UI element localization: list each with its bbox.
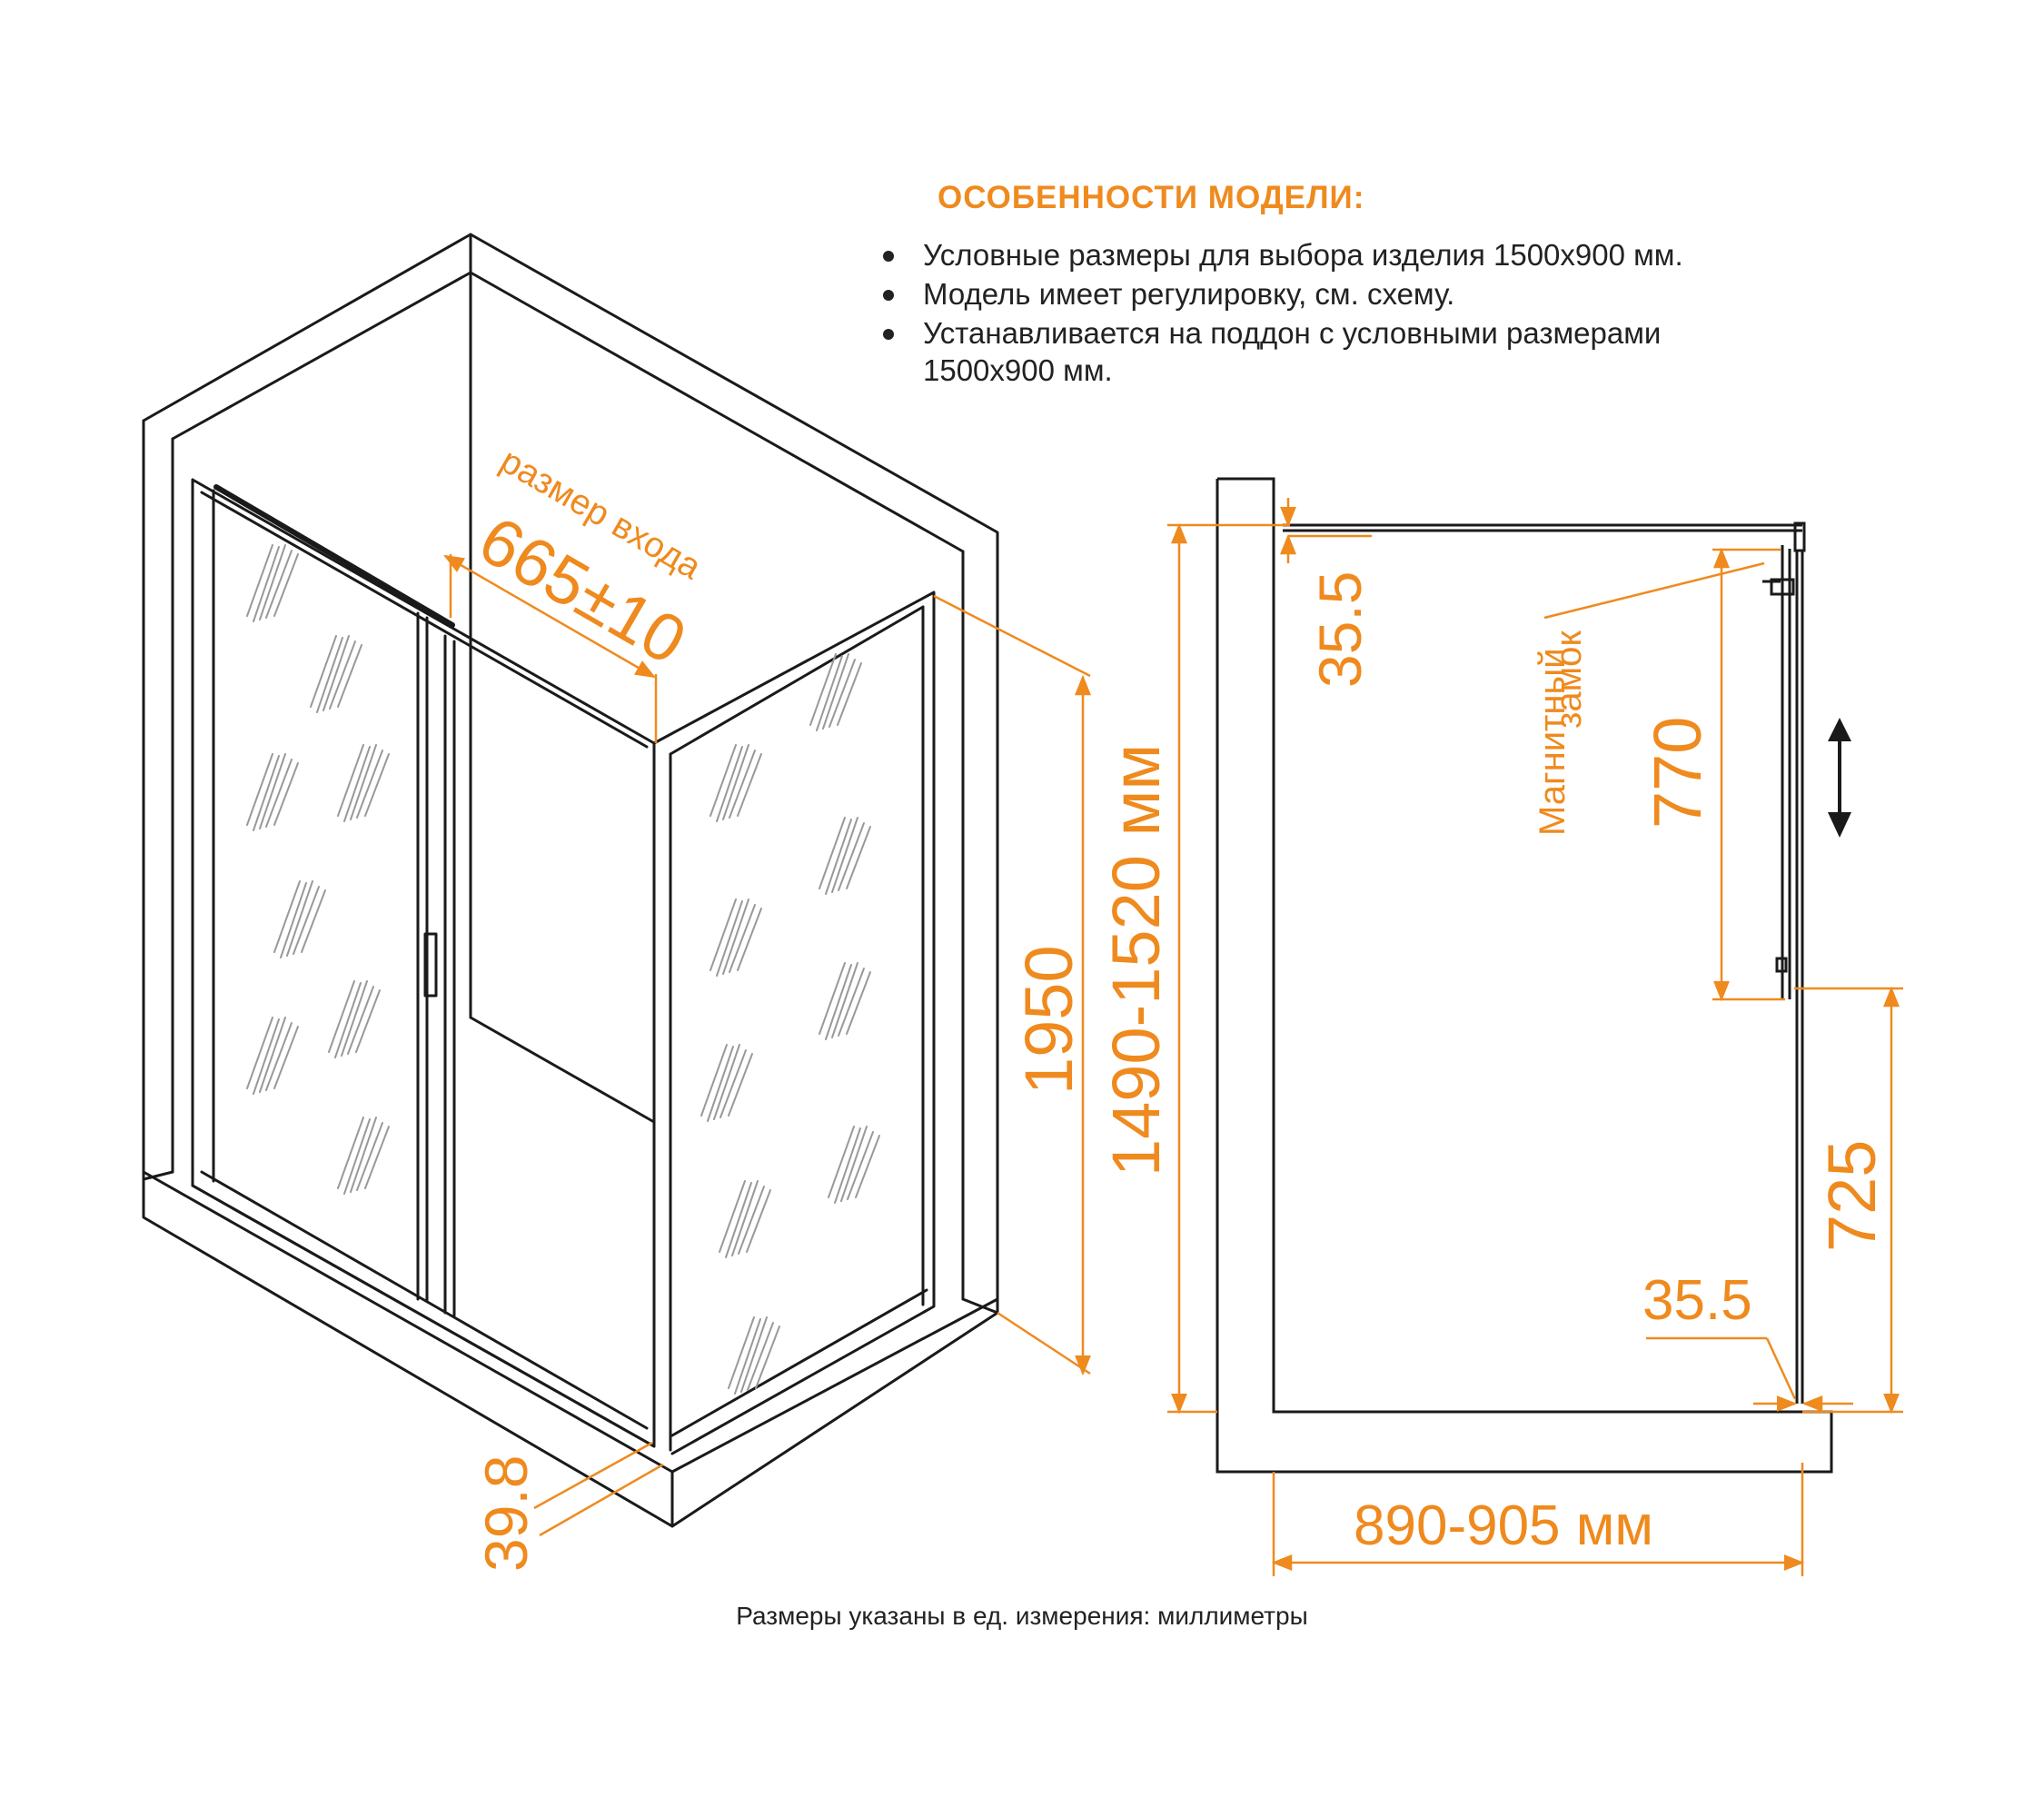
feature-item: Модель имеет регулировку, см. схему. (872, 275, 1871, 313)
units-footnote: Размеры указаны в ед. измерения: миллиме… (736, 1602, 1308, 1630)
bullet-icon (883, 329, 894, 340)
threshold-value: 39.8 (472, 1455, 540, 1572)
adjustment-arrow-icon (1828, 718, 1851, 838)
height-range-value: 1490-1520 мм (1098, 744, 1174, 1177)
side-panel (652, 591, 936, 1455)
bullet-icon (883, 251, 894, 262)
iso-dimension-labels: размер входа 665±10 1950 39.8 (467, 442, 1086, 1572)
side-dimensions (1167, 498, 1903, 1576)
lock-label-line2: замок (1549, 630, 1589, 729)
side-view (1215, 477, 1833, 1474)
shower-tray (142, 1016, 999, 1528)
bottom-offset-value: 35.5 (1642, 1269, 1752, 1332)
feature-item: Устанавливается на поддон с условными ра… (872, 314, 1795, 389)
top-offset-value: 35.5 (1306, 571, 1374, 688)
iso-dimensions (443, 554, 1091, 1537)
feature-text: Модель имеет регулировку, см. схему. (923, 277, 1455, 311)
feature-text: Устанавливается на поддон с условными ра… (923, 316, 1662, 387)
feature-item: Условные размеры для выбора изделия 1500… (872, 236, 1871, 273)
height-value: 1950 (1011, 945, 1086, 1095)
feature-list: Условные размеры для выбора изделия 1500… (872, 236, 1871, 389)
lower-segment-value: 725 (1814, 1140, 1890, 1252)
features-title: ОСОБЕННОСТИ МОДЕЛИ: (938, 180, 1365, 215)
wall-outline (142, 233, 999, 1528)
side-dimension-labels: 1490-1520 мм 35.5 Магнитный замок 770 72… (1098, 571, 1890, 1557)
isometric-view (142, 233, 999, 1528)
upper-segment-value: 770 (1640, 717, 1715, 829)
feature-text: Условные размеры для выбора изделия 1500… (923, 238, 1683, 272)
bullet-icon (883, 290, 894, 301)
lock-label-line1: Магнитный (1533, 648, 1573, 836)
width-range-value: 890-905 мм (1354, 1494, 1653, 1557)
model-features: ОСОБЕННОСТИ МОДЕЛИ: Условные размеры для… (872, 180, 1871, 391)
